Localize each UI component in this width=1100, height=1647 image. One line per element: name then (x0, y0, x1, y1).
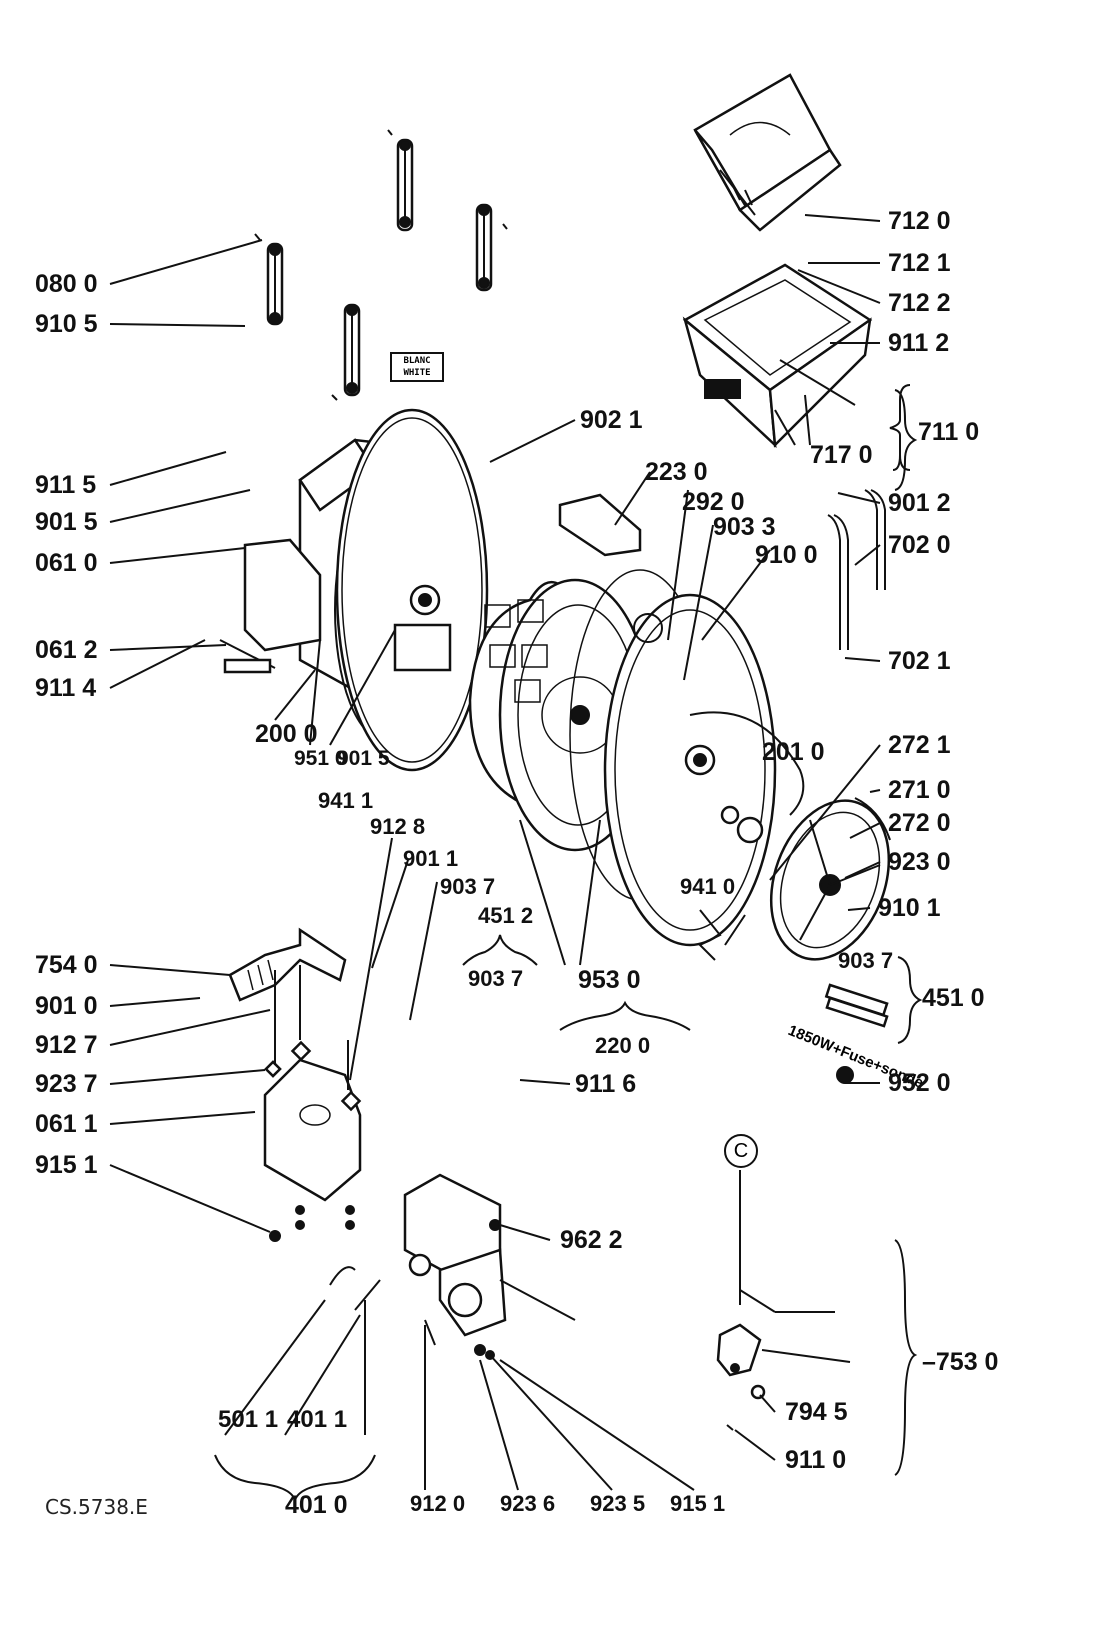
label-0612: 061 2 (35, 636, 98, 664)
label-9411: 941 1 (318, 788, 374, 813)
label-9033: 903 3 (713, 513, 776, 541)
motor (329, 1173, 576, 1360)
label-7122: 712 2 (888, 289, 951, 317)
label-7170: 717 0 (810, 441, 873, 469)
label-9120: 912 0 (410, 1491, 466, 1516)
label-0610: 061 0 (35, 549, 98, 577)
label-2710: 271 0 (888, 776, 951, 804)
pulley (769, 797, 891, 961)
label-5011: 501 1 (218, 1406, 279, 1433)
label-7021: 702 1 (888, 647, 951, 675)
drain-hose (228, 927, 347, 1002)
heater (824, 983, 889, 1084)
label-4510: 451 0 (922, 984, 985, 1012)
label-9114: 911 4 (35, 674, 97, 702)
label-7540: 754 0 (35, 951, 98, 979)
drawing-reference: CS.5738.E (45, 1495, 148, 1519)
label-9115: 911 5 (35, 471, 97, 499)
shock-absorber-3 (254, 233, 284, 326)
label-2920: 292 0 (682, 488, 745, 516)
label-7110: 711 0 (918, 418, 980, 446)
label-9015b: 901 5 (337, 747, 390, 770)
label-9622: 962 2 (560, 1226, 623, 1254)
label-9510: 951 0 (294, 747, 347, 770)
label-4010: 401 0 (285, 1491, 348, 1519)
brace-7110 (894, 389, 918, 491)
pressure-switch (716, 1170, 766, 1431)
label-9237: 923 7 (35, 1070, 98, 1098)
label-9230: 923 0 (888, 848, 951, 876)
counterweight (263, 965, 362, 1242)
shock-absorbers (254, 129, 508, 401)
label-2200: 220 0 (595, 1033, 651, 1058)
label-9037a: 903 7 (440, 874, 496, 899)
outer-tub-rear (219, 408, 489, 772)
label-0800: 080 0 (35, 270, 98, 298)
label-9112: 911 2 (888, 329, 950, 357)
label-2720: 272 0 (888, 809, 951, 837)
label-2721: 272 1 (888, 731, 951, 759)
shock-absorber-1 (387, 129, 414, 232)
label-4011: 401 1 (287, 1406, 348, 1433)
tag-line-1: BLANC (403, 356, 431, 366)
label-9101: 910 1 (878, 894, 941, 922)
tub-badge (633, 613, 663, 643)
label-9037b: 903 7 (468, 966, 524, 991)
label-9012: 901 2 (888, 489, 951, 517)
label-9015a: 901 5 (35, 508, 98, 536)
label-9128: 912 8 (370, 814, 426, 839)
label-2230: 223 0 (645, 458, 708, 486)
shock-absorber-4 (331, 303, 361, 401)
label-7120: 712 0 (888, 207, 951, 235)
label-2010: 201 0 (762, 738, 825, 766)
label-9116: 911 6 (575, 1070, 637, 1098)
label-9011: 901 1 (403, 846, 459, 871)
pipes (827, 489, 886, 650)
label-9105: 910 5 (35, 310, 98, 338)
motor-linkage (698, 909, 746, 961)
label-9235: 923 5 (590, 1491, 646, 1516)
label-9010: 901 0 (35, 992, 98, 1020)
label-9236: 923 6 (500, 1491, 556, 1516)
label-9100: 910 0 (755, 541, 818, 569)
label-9520: 952 0 (888, 1069, 951, 1097)
label-9127: 912 7 (35, 1031, 98, 1059)
label-0611: 061 1 (35, 1110, 98, 1138)
label-4512: 451 2 (478, 903, 534, 928)
label-9021: 902 1 (580, 406, 643, 434)
label-7530: –753 0 (922, 1348, 999, 1376)
label-7020: 702 0 (888, 531, 951, 559)
label-9530: 953 0 (578, 966, 641, 994)
label-7945: 794 5 (785, 1398, 848, 1426)
leader-lines (109, 214, 881, 1491)
label-9110: 911 0 (785, 1446, 847, 1474)
label-7121: 712 1 (888, 249, 951, 277)
label-9410: 941 0 (680, 874, 736, 899)
white-tag: BLANC WHITE (390, 352, 444, 382)
circle-c-marker: C (724, 1134, 758, 1168)
detergent-drawer (693, 73, 842, 232)
dispenser-housing (682, 263, 873, 449)
label-2000: 200 0 (255, 720, 318, 748)
label-9151b: 915 1 (670, 1491, 726, 1516)
shock-absorber-2 (475, 203, 508, 292)
tag-line-2: WHITE (403, 368, 431, 378)
outer-tub-front (603, 593, 805, 947)
air-chamber (558, 493, 642, 557)
label-9151a: 915 1 (35, 1151, 98, 1179)
label-9037c: 903 7 (838, 948, 894, 973)
